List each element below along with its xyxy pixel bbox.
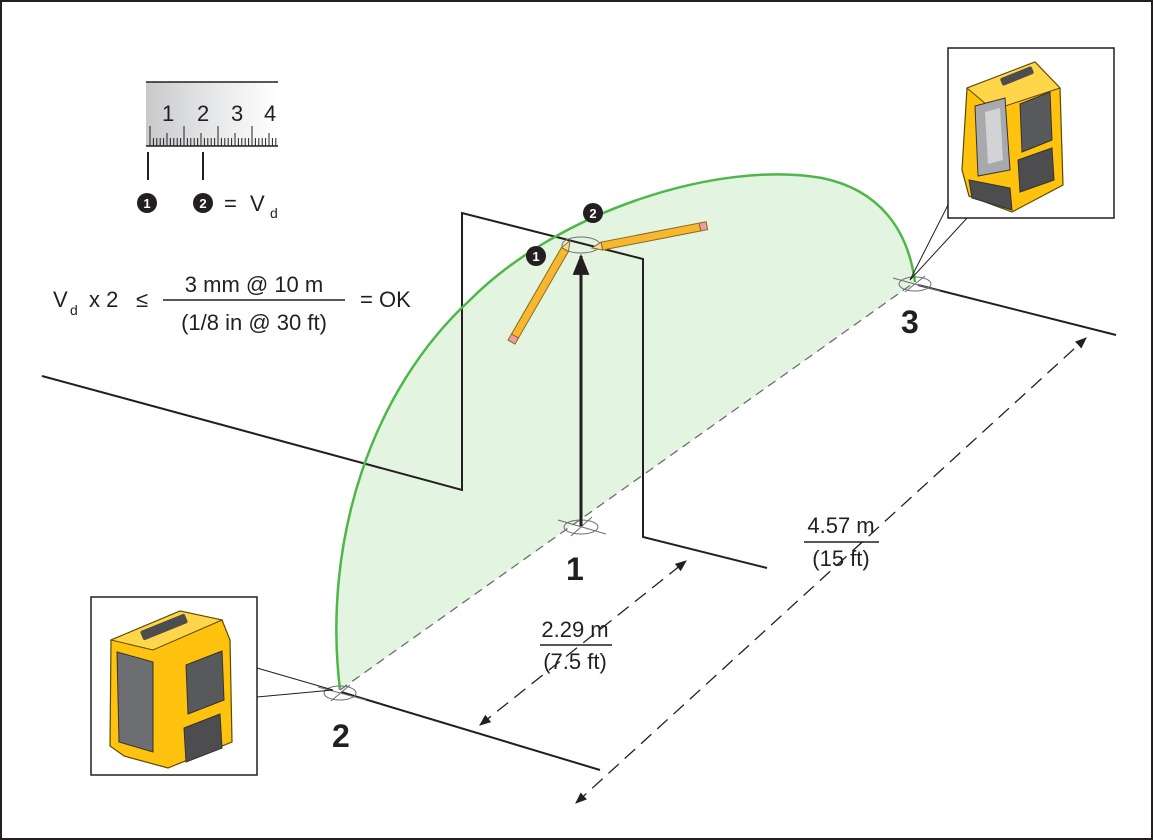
formula-v: V	[53, 287, 68, 312]
formula-denominator: (1/8 in @ 30 ft)	[181, 310, 327, 335]
formula-times-two: x 2	[89, 287, 118, 312]
svg-text:1: 1	[143, 196, 150, 211]
distance-long-metric: 4.57 m	[807, 513, 874, 538]
distance-long-imperial: (15 ft)	[812, 546, 869, 571]
floor-mark-position-3	[892, 275, 941, 293]
dimension-arrow-long	[575, 337, 1087, 804]
distance-short-imperial: (7.5 ft)	[543, 649, 607, 674]
callout-leader-right	[909, 204, 949, 281]
laser-line-arc	[335, 173, 917, 691]
pencil-icon	[590, 221, 709, 251]
ruler-number-4: 4	[264, 101, 276, 126]
ruler-number-3: 3	[231, 101, 243, 126]
distance-short-metric: 2.29 m	[541, 617, 608, 642]
pencil-icon	[507, 239, 571, 345]
wall-badge-1: 1	[526, 246, 546, 266]
distance-label-long: 4.57 m (15 ft)	[804, 513, 879, 571]
laser-level-tool-icon	[961, 61, 1064, 213]
position-label-3: 3	[901, 304, 919, 340]
ruler-number-1: 1	[162, 101, 174, 126]
ruler-number-2: 2	[197, 101, 209, 126]
distance-label-short: 2.29 m (7.5 ft)	[540, 617, 612, 674]
formula-numerator: 3 mm @ 10 m	[185, 272, 323, 297]
legend-badge-2: 2	[193, 193, 213, 213]
position-label-2: 2	[332, 718, 350, 754]
tolerance-formula: V d x 2 ≤ 3 mm @ 10 m (1/8 in @ 30 ft) =…	[53, 272, 411, 335]
position-label-1: 1	[566, 551, 584, 587]
svg-text:2: 2	[589, 206, 596, 221]
floor-mark-position-2	[317, 684, 367, 702]
legend-equals: =	[224, 191, 237, 216]
wall-badge-2: 2	[583, 203, 603, 223]
svg-text:2: 2	[199, 196, 206, 211]
legend-badge-1: 1	[137, 193, 157, 213]
floor-line-front	[340, 691, 601, 771]
callout-leader-left	[256, 667, 334, 691]
callout-leader-left	[256, 689, 334, 698]
svg-text:1: 1	[532, 249, 539, 264]
legend-v-subscript: d	[270, 205, 278, 221]
callout-leader-right	[909, 216, 969, 281]
formula-leq: ≤	[136, 287, 148, 312]
floor-line-back	[917, 284, 1117, 336]
ruler-icon: 1 2 3 4	[146, 81, 278, 147]
laser-level-tool-icon	[109, 610, 233, 769]
formula-result: = OK	[360, 287, 411, 312]
legend-v: V	[250, 191, 265, 216]
formula-v-subscript: d	[70, 302, 78, 318]
